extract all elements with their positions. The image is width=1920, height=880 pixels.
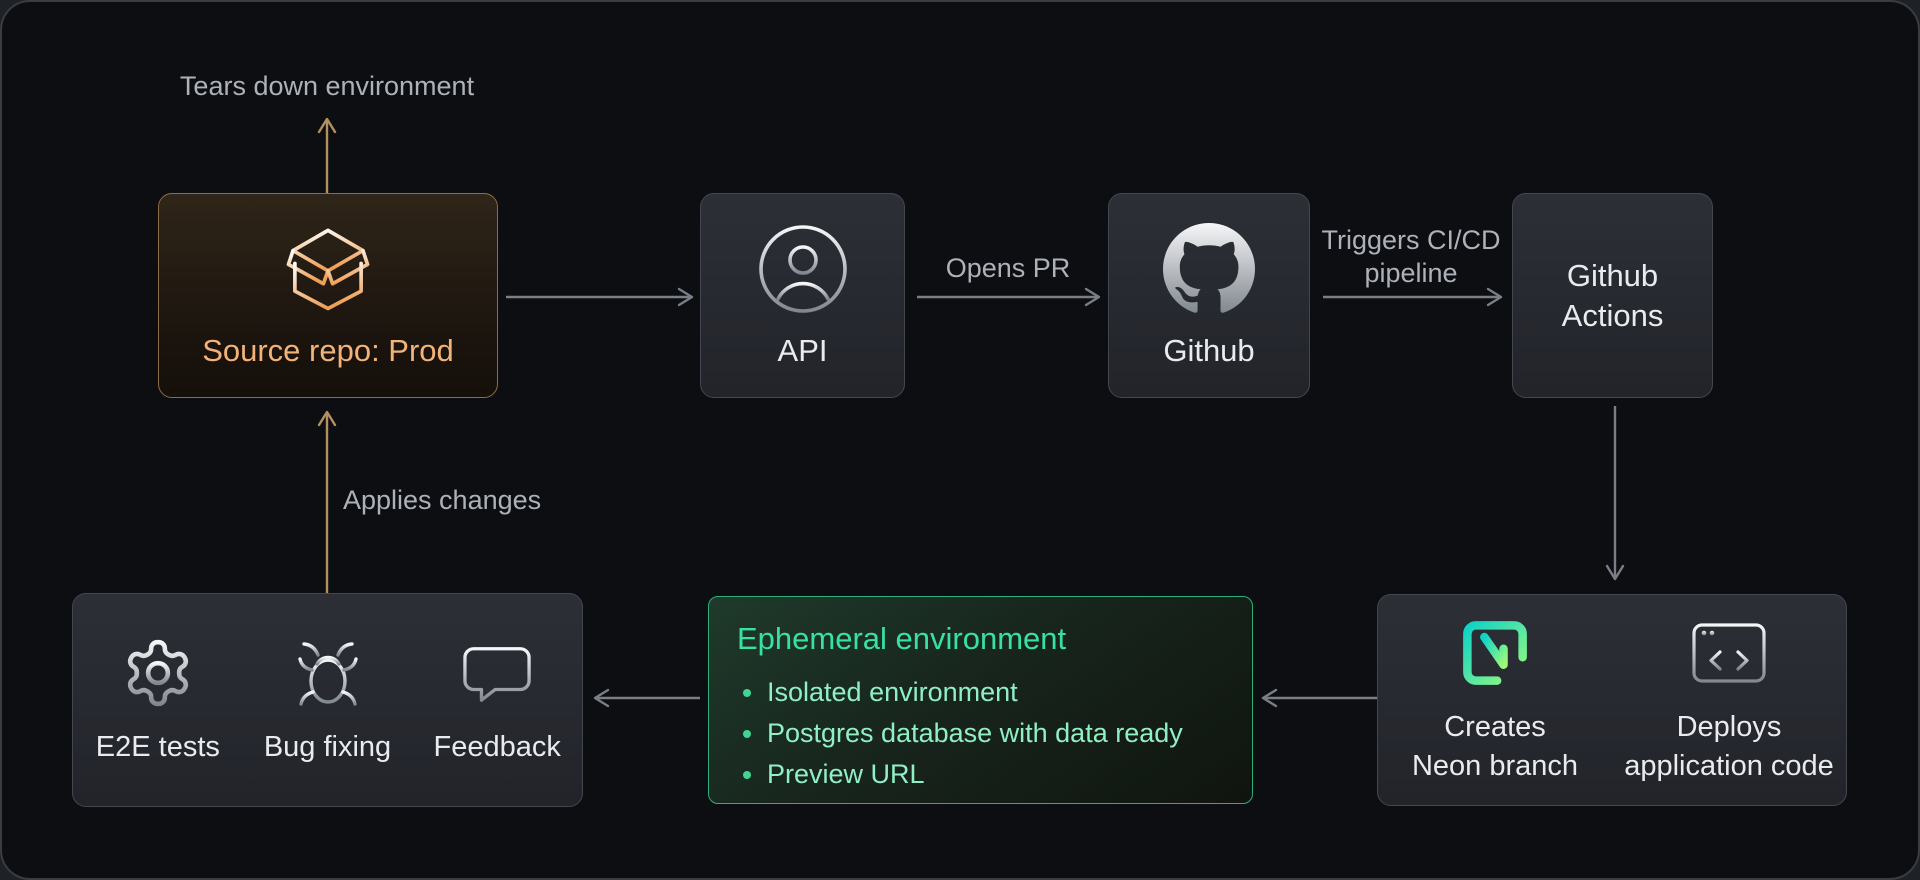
neon-logo-icon	[1461, 614, 1529, 692]
edge-label-tears-down: Tears down environment	[179, 71, 475, 101]
browser-code-icon	[1691, 614, 1767, 692]
edge-label-triggers-pipeline: Triggers CI/CD pipeline	[1321, 225, 1501, 288]
github-icon	[1163, 222, 1255, 315]
deploy-item-label: Creates Neon branch	[1411, 711, 1579, 782]
node-ephemeral-environment: Ephemeral environment Isolated environme…	[708, 596, 1253, 804]
bullet-text: Postgres database with data ready	[767, 718, 1183, 748]
deploy-item-app-code: Deploys application code	[1612, 614, 1846, 786]
validation-item-feedback: Feedback	[412, 634, 582, 767]
node-api: API	[700, 193, 905, 398]
edge-label-opens-pr: Opens PR	[945, 253, 1071, 283]
node-validation: E2E tests	[72, 593, 583, 807]
node-label-github: Github	[1163, 332, 1255, 368]
validation-item-label: Bug fixing	[263, 730, 392, 763]
node-label-api: API	[777, 332, 828, 368]
edge-label-applies-changes: Applies changes	[343, 485, 542, 515]
validation-item-label: E2E tests	[95, 730, 220, 763]
bullet-dot	[743, 688, 751, 697]
node-label-source-repo: Source repo: Prod	[202, 332, 454, 368]
ephemeral-title: Ephemeral environment	[737, 621, 1067, 656]
bullet-dot	[743, 770, 751, 779]
list-item: Isolated environment	[737, 679, 1224, 706]
deploy-item-neon-branch: Creates Neon branch	[1378, 614, 1612, 786]
bullet-text: Preview URL	[767, 759, 925, 789]
node-deploy: Creates Neon branch Deploys application …	[1377, 594, 1847, 806]
validation-item-label: Feedback	[433, 730, 561, 763]
list-item: Preview URL	[737, 761, 1224, 788]
speech-bubble-icon	[457, 634, 537, 712]
bullet-text: Isolated environment	[767, 677, 1018, 707]
bug-icon	[288, 634, 368, 712]
ephemeral-bullet-list: Isolated environment Postgres database w…	[737, 679, 1224, 788]
list-item: Postgres database with data ready	[737, 720, 1224, 747]
bullet-dot	[743, 729, 751, 738]
validation-item-bug-fixing: Bug fixing	[243, 634, 413, 767]
node-source-repo: Source repo: Prod	[158, 193, 498, 398]
gear-icon	[121, 634, 195, 712]
node-github-actions: Github Actions	[1512, 193, 1713, 398]
node-github: Github	[1108, 193, 1310, 398]
user-icon	[757, 223, 849, 315]
node-label-github-actions: Github Actions	[1561, 257, 1664, 333]
validation-item-e2e-tests: E2E tests	[73, 634, 243, 767]
package-open-icon	[282, 223, 374, 315]
deploy-item-label: Deploys application code	[1624, 711, 1834, 782]
